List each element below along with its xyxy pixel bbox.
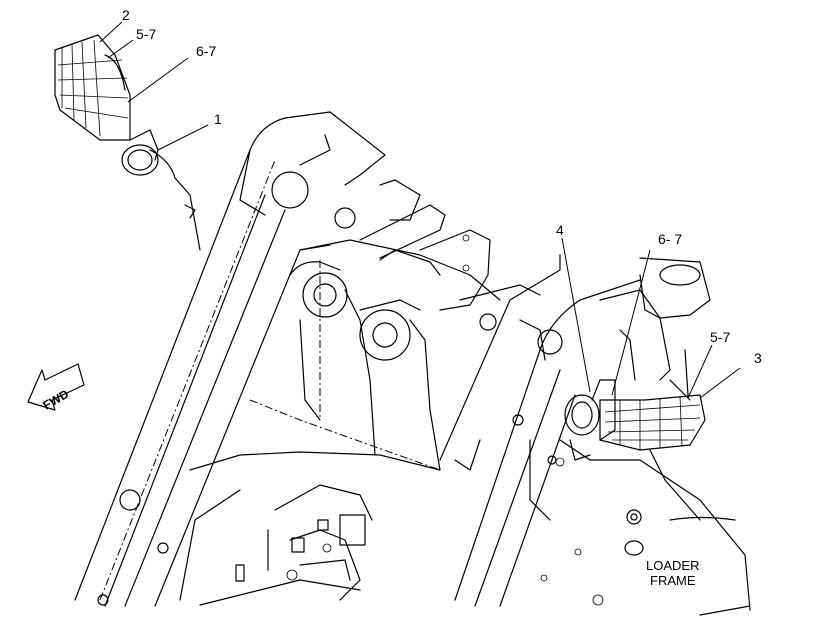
right-pivot-tower (599, 257, 711, 381)
loader-frame-line2: FRAME (650, 573, 696, 588)
callout-5-7-top: 5-7 (136, 26, 156, 42)
callout-3: 3 (754, 350, 762, 366)
light-right (564, 379, 616, 461)
center-linkage (249, 179, 541, 471)
light-left (121, 129, 201, 251)
callout-5-7-right: 5-7 (710, 329, 730, 345)
right-lift-arm (439, 254, 641, 607)
callout-leaders (99, 21, 741, 399)
fwd-label: FWD (41, 387, 72, 413)
callout-2: 2 (122, 7, 130, 23)
callout-4: 4 (556, 222, 564, 238)
callout-6-7-top: 6-7 (196, 43, 216, 59)
callout-1: 1 (214, 111, 222, 127)
callout-labels: 2 5-7 6-7 1 4 6- 7 5-7 3 (122, 7, 762, 366)
control-valve-cluster (235, 484, 373, 601)
callout-6-7-right: 6- 7 (658, 231, 682, 247)
light-guard-right (599, 349, 706, 451)
forward-direction-arrow-icon: FWD (27, 363, 85, 413)
left-lift-arm (74, 111, 386, 607)
loader-frame-line1: LOADER (646, 558, 699, 573)
loader-frame-label: LOADER FRAME (646, 558, 699, 588)
